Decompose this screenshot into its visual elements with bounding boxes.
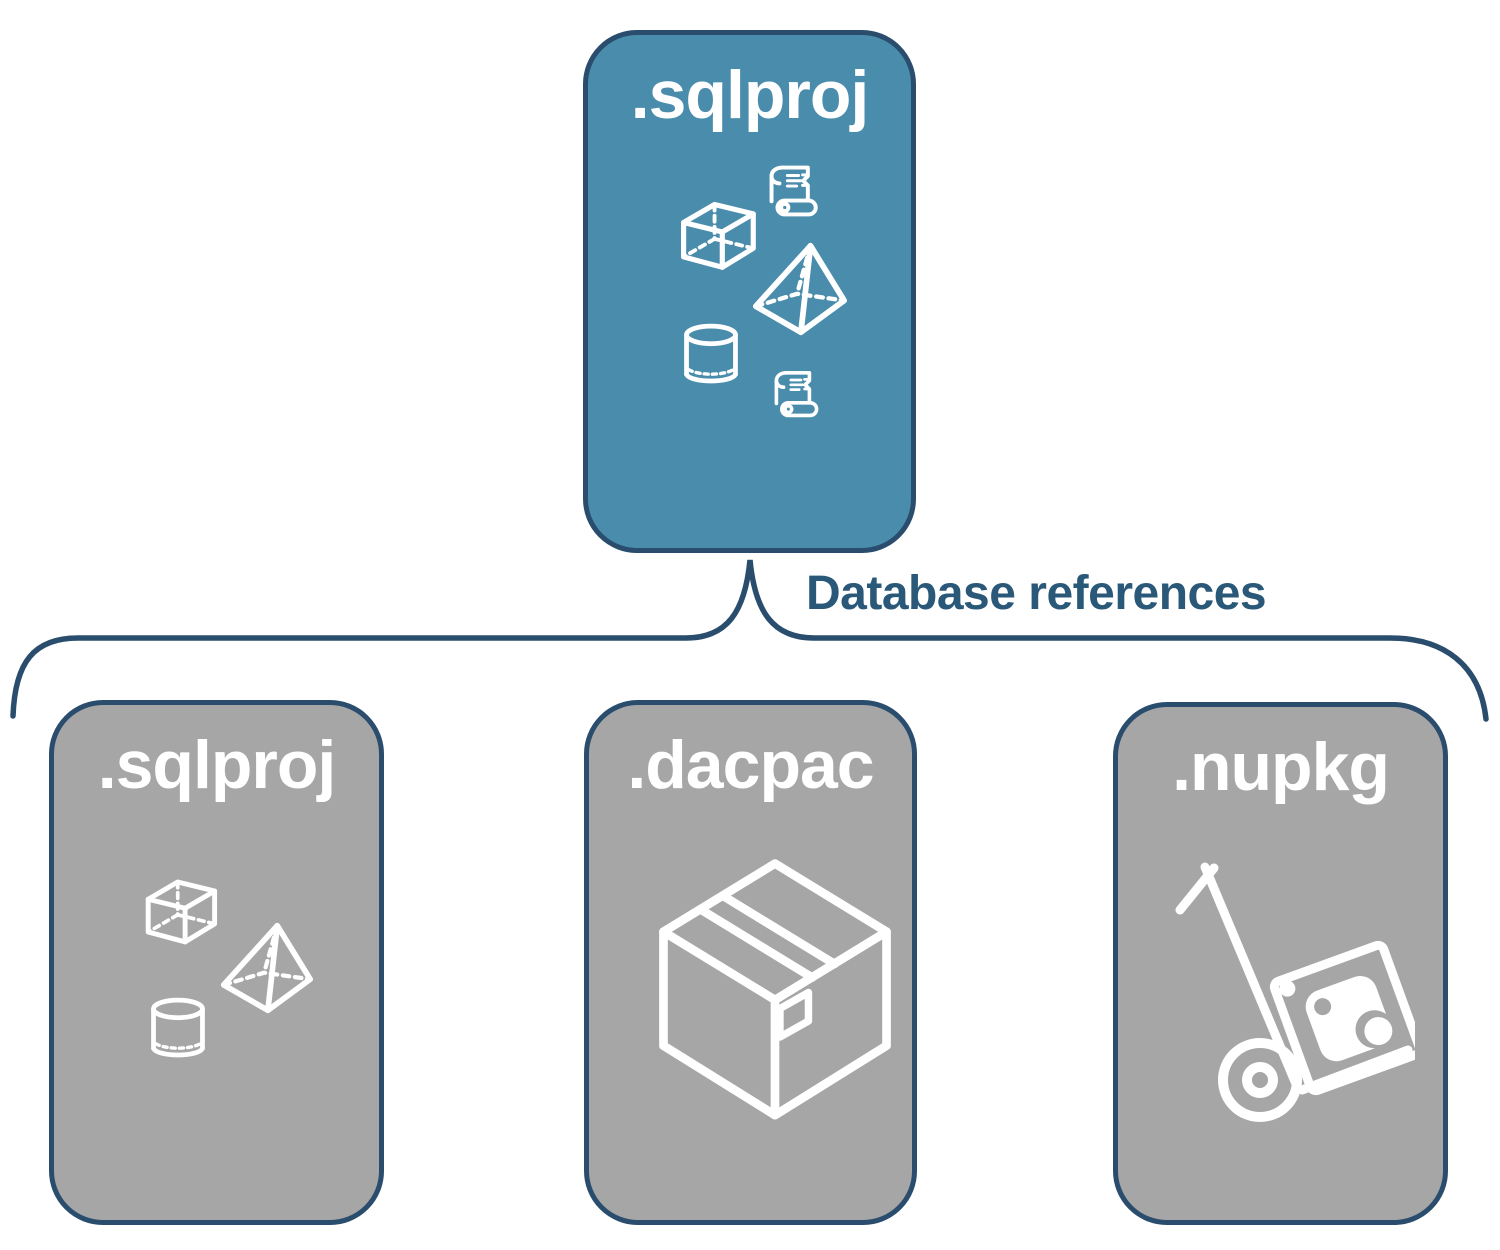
cylinder-icon <box>684 323 738 384</box>
child-node-label: .nupkg <box>1172 729 1390 805</box>
pyramid-icon <box>752 242 847 336</box>
root-node-label: .sqlproj <box>630 57 870 133</box>
child-node-label: .sqlproj <box>97 727 337 803</box>
child-node-sqlproj: .sqlproj <box>49 700 384 1225</box>
package-box-icon <box>659 859 891 1120</box>
child-node-label: .dacpac <box>627 727 874 803</box>
child-node-nupkg: .nupkg <box>1113 702 1448 1225</box>
root-node-sqlproj: .sqlproj <box>583 30 916 553</box>
cube-icon <box>145 879 218 945</box>
script-scroll-icon <box>774 371 819 418</box>
script-scroll-icon <box>769 165 818 217</box>
cylinder-icon <box>151 997 205 1058</box>
connector-label: Database references <box>806 567 1267 620</box>
pyramid-icon <box>220 922 313 1014</box>
cube-icon <box>681 201 756 270</box>
nuget-handtruck-icon <box>1175 862 1415 1122</box>
child-node-dacpac: .dacpac <box>584 700 917 1225</box>
